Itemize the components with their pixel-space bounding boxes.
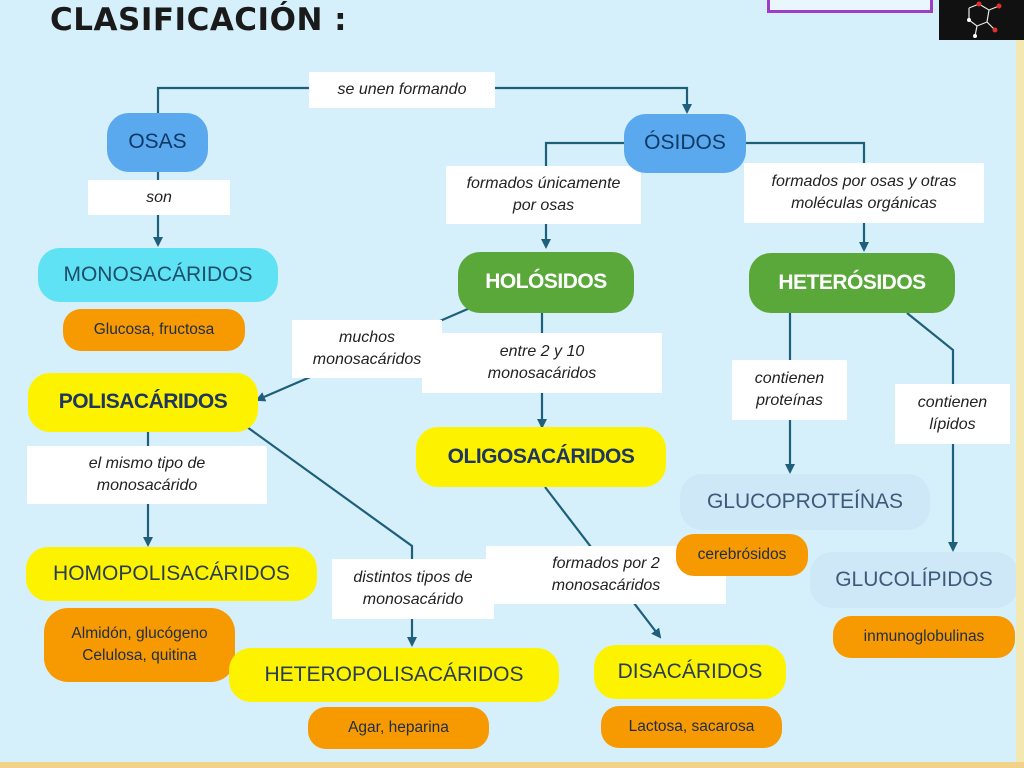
label-line: entre 2 y 10 [499, 343, 585, 361]
label-line: monosacáridos [487, 365, 597, 382]
example-heteropolisacaridos: Agar, heparina [308, 707, 489, 749]
label-contienen-proteinas: contienen proteínas [732, 360, 847, 420]
molecule-icon [967, 1, 1002, 38]
example-monosacaridos: Glucosa, fructosa [63, 309, 245, 351]
bottom-edge-strip [0, 762, 1024, 768]
label-se-unen: se unen formando [309, 72, 495, 108]
label-distintos-tipos: distintos tipos de monosacárido [332, 559, 494, 619]
example-line: Almidón, glucógeno [71, 624, 208, 642]
label-line: monosacárido [362, 591, 464, 608]
label-line: monosacáridos [551, 577, 661, 594]
label-line: distintos tipos de [353, 569, 473, 587]
node-monosacaridos: MONOSACÁRIDOS [38, 248, 278, 302]
node-heteropolisacaridos: HETEROPOLISACÁRIDOS [229, 648, 559, 702]
example-homopolisacaridos: Almidón, glucógeno Celulosa, quitina [44, 608, 235, 682]
label-line: monosacáridos [312, 351, 422, 368]
label-son: son [88, 180, 230, 215]
right-edge-strip [1016, 40, 1024, 768]
label-line: proteínas [756, 392, 823, 409]
label-line: monosacárido [96, 477, 198, 494]
label-line: formados únicamente [466, 175, 621, 193]
molecule-thumbnail [939, 0, 1024, 40]
example-disacaridos: Lactosa, sacarosa [601, 706, 782, 748]
example-line: Celulosa, quitina [82, 647, 197, 664]
node-glucolipidos: GLUCOLÍPIDOS [810, 552, 1018, 608]
label-line: lípidos [929, 416, 976, 433]
label-line: por osas [512, 197, 575, 214]
label-line: muchos [338, 329, 396, 347]
example-glucolipidos: inmunoglobulinas [833, 616, 1015, 658]
label-formados-unicamente: formados únicamente por osas [446, 166, 641, 224]
label-muchos: muchos monosacáridos [292, 320, 442, 378]
label-line: contienen [754, 370, 825, 388]
node-glucoproteinas: GLUCOPROTEÍNAS [680, 474, 930, 530]
label-contienen-lipidos: contienen lípidos [895, 384, 1010, 444]
node-oligosacaridos: OLIGOSACÁRIDOS [416, 427, 666, 487]
page-title: CLASIFICACIÓN : [50, 2, 348, 38]
node-holosidos: HOLÓSIDOS [458, 252, 634, 313]
purple-frame [767, 0, 933, 13]
connector-heterosidos-glucolipidos [906, 312, 958, 552]
node-osidos: ÓSIDOS [624, 114, 746, 173]
label-formados-osas-otras: formados por osas y otras moléculas orgá… [744, 163, 984, 223]
node-homopolisacaridos: HOMOPOLISACÁRIDOS [26, 547, 317, 601]
label-line: formados por osas y otras [771, 173, 957, 191]
label-line: el mismo tipo de [88, 455, 206, 473]
example-glucoproteinas: cerebrósidos [676, 534, 808, 576]
label-line: formados por 2 [552, 555, 660, 573]
label-line: moléculas orgánicas [791, 195, 937, 212]
label-mismo-tipo: el mismo tipo de monosacárido [27, 446, 267, 504]
node-heterosidos: HETERÓSIDOS [749, 253, 955, 313]
node-disacaridos: DISACÁRIDOS [594, 645, 786, 699]
node-osas: OSAS [107, 113, 208, 172]
node-polisacaridos: POLISACÁRIDOS [28, 373, 258, 432]
label-entre: entre 2 y 10 monosacáridos [422, 333, 662, 393]
label-line: contienen [917, 394, 988, 412]
